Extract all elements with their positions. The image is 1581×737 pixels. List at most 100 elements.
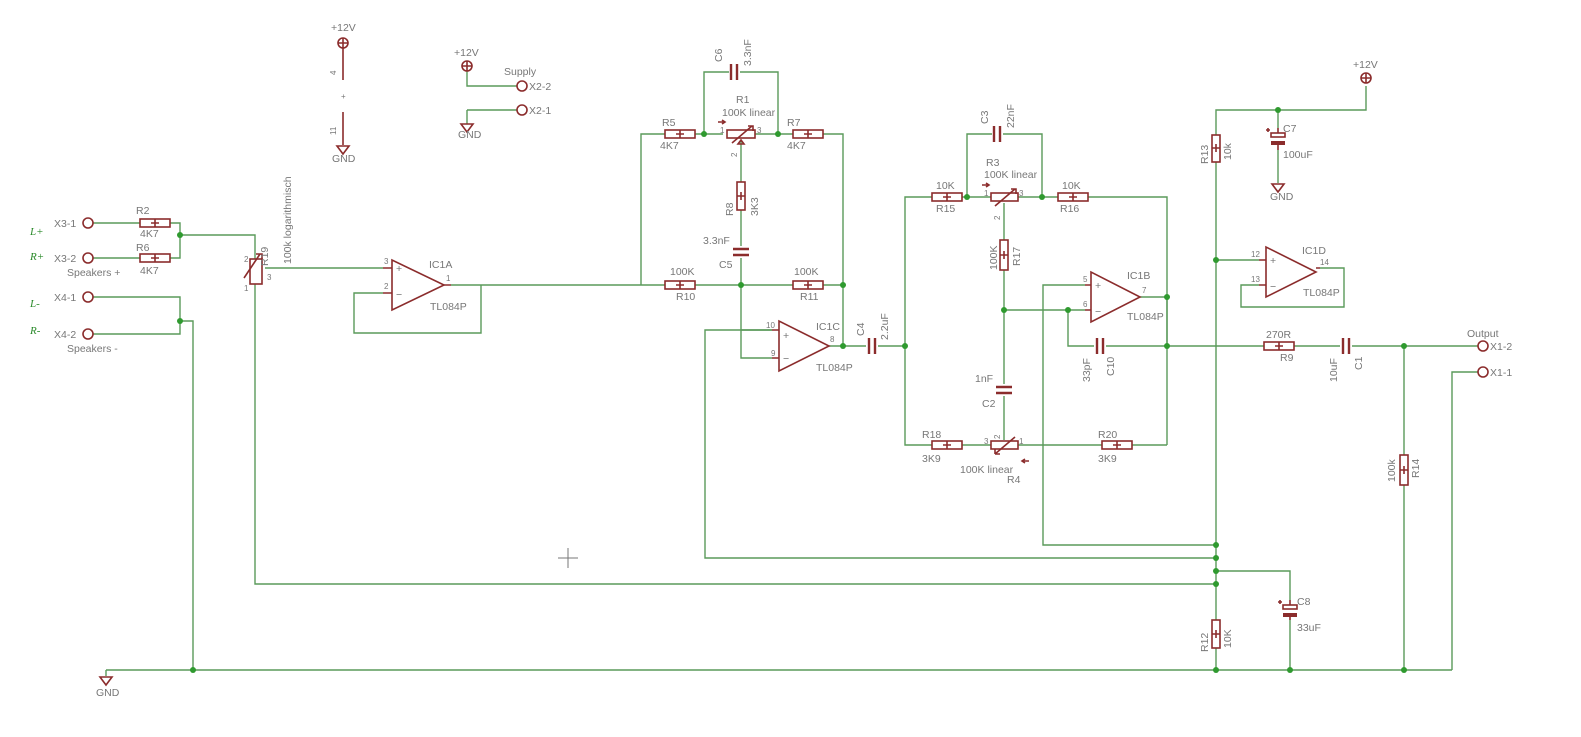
resistor-r14: 100k R14 (1386, 454, 1422, 486)
connector-label: X2-1 (529, 105, 551, 117)
junction (1213, 568, 1219, 574)
pin-label: 1 (720, 126, 725, 135)
pin-label: 12 (1251, 250, 1260, 259)
gnd-symbol (459, 123, 475, 134)
connector-pad (516, 80, 528, 92)
resistor-r2: R2 4K7 (136, 205, 171, 240)
plus-sign: + (783, 330, 789, 342)
capacitor-c5: 3.3nF C5 (703, 235, 749, 271)
part-name: R17 (1011, 247, 1023, 266)
gnd-symbol (335, 145, 351, 156)
wire-c6 (703, 71, 779, 134)
pot-r19: R19 100k logarithmisch 2 1 3 (243, 176, 294, 293)
wire-r18-r20 (904, 346, 1167, 446)
pin-label: 8 (830, 335, 835, 344)
vcc-label: +12V (454, 47, 479, 59)
part-value: 4K7 (140, 228, 159, 240)
pin-label: 2 (993, 434, 1002, 439)
junction (177, 232, 183, 238)
junction (190, 667, 196, 673)
resistor-r20: R20 3K9 (1098, 429, 1133, 465)
part-value: TL084P (1127, 311, 1164, 323)
resistor-r12: R12 10K (1199, 619, 1234, 652)
part-value: 3.3nF (703, 235, 730, 247)
part-name: IC1B (1127, 270, 1150, 282)
wire-c10 (1067, 310, 1264, 347)
part-value: 100K (670, 266, 695, 278)
resistor-r13: R13 10k (1199, 134, 1234, 164)
speakers-plus-label: Speakers + (67, 267, 120, 279)
connector-label: X2-2 (529, 81, 551, 93)
speakers-minus-label: Speakers - (67, 343, 118, 355)
capacitor-c1: 10uF C1 (1328, 338, 1365, 382)
connector-label: X4-2 (54, 329, 76, 341)
part-name: C1 (1353, 356, 1365, 370)
capacitor-c3: C3 22nF (979, 104, 1017, 142)
junction (1213, 581, 1219, 587)
wire-supply (466, 68, 518, 124)
capacitor-c4: C4 2.2uF (855, 313, 891, 354)
junction (1065, 307, 1071, 313)
part-value: 100K linear (960, 464, 1014, 476)
part-value: 33uF (1297, 622, 1321, 634)
resistor-r18: R18 3K9 (922, 429, 963, 465)
ic-pin-label: 11 (329, 126, 338, 135)
junction (1401, 667, 1407, 673)
part-value: 100k logarithmisch (282, 176, 294, 264)
pin-label: 14 (1320, 258, 1329, 267)
wire-r2r6-to-r19 (180, 234, 256, 259)
part-name: R8 (724, 202, 736, 216)
pin-label: 9 (771, 349, 776, 358)
junction (964, 194, 970, 200)
connector-label: X3-1 (54, 218, 76, 230)
part-name: R16 (1060, 203, 1079, 215)
resistor-r6: R6 4K7 (136, 242, 171, 277)
part-value: 100K linear (722, 107, 776, 119)
part-value: 3K3 (749, 197, 761, 216)
part-name: C3 (979, 110, 991, 124)
pot-r1: R1 100K linear 1 3 2 (718, 94, 776, 157)
opamp-ic1a: + − IC1A TL084P 3 2 1 (383, 257, 467, 313)
gnd-label: GND (96, 687, 120, 699)
capacitor-c6: C6 3.3nF (713, 39, 754, 80)
wire-x3-1 (93, 222, 181, 259)
part-name: R20 (1098, 429, 1117, 441)
gnd-label: GND (1270, 191, 1294, 203)
pin-label: 7 (1142, 286, 1147, 295)
part-value: 4K7 (660, 140, 679, 152)
part-name: R1 (736, 94, 750, 106)
wire-gnd-rail (105, 669, 1452, 676)
part-name: IC1A (429, 259, 452, 271)
pin-label: 13 (1251, 275, 1260, 284)
wires (93, 68, 1478, 676)
pin-label: 3 (1019, 189, 1024, 198)
part-value: 270R (1266, 329, 1292, 341)
part-value: 2.2uF (879, 313, 891, 340)
wire-r5-loop (640, 133, 844, 346)
part-value: 10uF (1328, 358, 1340, 382)
part-name: C10 (1105, 357, 1117, 376)
ic-pin-label: 4 (329, 70, 338, 75)
part-name: R7 (787, 117, 801, 129)
part-value: 33pF (1081, 358, 1093, 382)
capacitor-c2: 1nF C2 (975, 373, 1012, 410)
wire-ic1b-plus (1042, 284, 1216, 546)
part-name: R9 (1280, 352, 1294, 364)
junction (1213, 667, 1219, 673)
part-name: IC1C (816, 321, 840, 333)
part-value: TL084P (430, 301, 467, 313)
pin-label: 1 (1019, 437, 1024, 446)
part-value: 10K (1062, 180, 1081, 192)
part-name: R11 (800, 291, 819, 303)
vcc-output-stage: +12V GND GND (96, 59, 1378, 699)
wire-c3 (966, 133, 1043, 197)
connector-label: X4-1 (54, 292, 76, 304)
resistor-r7: R7 4K7 (787, 117, 824, 152)
connector-pad (82, 252, 94, 264)
vcc-label: +12V (1353, 59, 1378, 71)
resistor-r10: 100K R10 (664, 266, 696, 303)
part-value: 4K7 (140, 265, 159, 277)
pot-r4: 100K linear R4 3 1 2 (960, 434, 1029, 486)
pin-label: 2 (244, 255, 249, 264)
part-value: TL084P (1303, 287, 1340, 299)
